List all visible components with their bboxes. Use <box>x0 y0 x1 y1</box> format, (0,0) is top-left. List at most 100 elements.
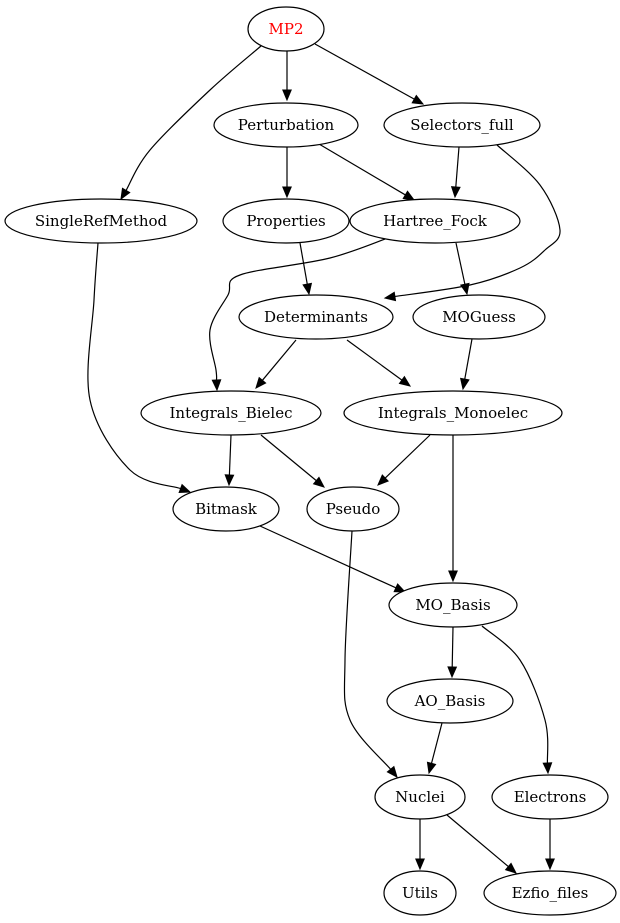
node-nuclei: Nuclei <box>374 774 466 820</box>
edge-line <box>346 339 403 381</box>
node-ellipse <box>383 870 457 916</box>
node-label: Hartree_Fock <box>383 212 488 230</box>
node-ellipse <box>343 390 563 436</box>
edges-layer <box>87 43 561 874</box>
arrowhead-icon <box>459 282 470 296</box>
node-label: MO_Basis <box>415 596 490 614</box>
arrowhead-icon <box>450 186 461 199</box>
node-utils: Utils <box>383 870 457 916</box>
node-label: AO_Basis <box>414 692 486 710</box>
edge-mo-basis-to-electrons <box>481 625 553 775</box>
edge-moguess-to-integrals-monoelec <box>459 338 473 391</box>
edge-line <box>464 338 473 380</box>
node-ellipse <box>247 6 325 52</box>
node-label: SingleRefMethod <box>35 212 168 230</box>
edge-electrons-to-ezfio-files <box>545 819 555 871</box>
edge-line <box>209 235 394 381</box>
node-ellipse <box>140 390 322 436</box>
node-ellipse <box>386 678 514 724</box>
edge-line <box>314 43 415 100</box>
node-integrals-bielec: Integrals_Bielec <box>140 390 322 436</box>
edge-line <box>451 626 454 668</box>
node-ellipse <box>4 198 198 244</box>
node-label: Selectors_full <box>410 116 514 134</box>
edge-line <box>384 434 431 479</box>
edge-line <box>343 530 392 770</box>
edge-determinants-to-integrals-monoelec <box>346 339 412 387</box>
edge-selectors-full-to-determinants <box>383 144 561 302</box>
arrowhead-icon <box>312 476 325 488</box>
node-label: Nuclei <box>395 788 445 806</box>
node-ellipse <box>213 102 359 148</box>
edge-mo-basis-to-ao-basis <box>447 626 458 679</box>
node-singlerefmethod: SingleRefMethod <box>4 198 198 244</box>
edge-line <box>318 143 406 196</box>
node-ellipse <box>383 102 541 148</box>
arrowhead-icon <box>402 190 416 201</box>
node-ellipse <box>222 198 350 244</box>
edge-line <box>446 814 509 868</box>
node-label: Integrals_Monoelec <box>378 404 528 422</box>
edge-bitmask-to-mo-basis <box>259 525 407 593</box>
node-label: Utils <box>402 884 438 902</box>
edge-mp2-to-selectors-full <box>314 43 425 105</box>
arrowhead-icon <box>302 282 313 296</box>
edge-singlerefmethod-to-bitmask <box>87 242 192 494</box>
node-ellipse <box>483 870 617 916</box>
edge-selectors-full-to-hartree-fock <box>450 146 461 199</box>
arrowhead-icon <box>426 761 437 775</box>
node-ao-basis: AO_Basis <box>386 678 514 724</box>
edge-line <box>260 434 317 482</box>
node-label: Properties <box>246 212 325 230</box>
node-ellipse <box>349 198 521 244</box>
arrowhead-icon <box>282 186 292 199</box>
node-label: Pseudo <box>326 500 381 518</box>
node-label: Ezfio_files <box>512 884 589 902</box>
node-label: MP2 <box>269 20 304 38</box>
edge-pseudo-to-nuclei <box>343 530 398 778</box>
node-label: Determinants <box>264 308 368 326</box>
arrowhead-icon <box>545 858 555 871</box>
edge-line <box>430 722 443 764</box>
edge-line <box>87 242 181 490</box>
node-bitmask: Bitmask <box>172 486 280 532</box>
edge-nuclei-to-ezfio-files <box>446 814 517 874</box>
edge-hartree-fock-to-integrals-bielec <box>209 235 394 392</box>
arrowhead-icon <box>255 376 267 389</box>
node-ellipse <box>238 294 394 340</box>
edge-integrals-bielec-to-bitmask <box>224 434 235 487</box>
arrowhead-icon <box>504 862 517 874</box>
node-pseudo: Pseudo <box>306 486 400 532</box>
edge-mp2-to-perturbation <box>282 51 292 102</box>
arrowhead-icon <box>415 858 425 871</box>
arrowhead-icon <box>178 483 192 494</box>
edge-mp2-to-singlerefmethod <box>120 45 262 201</box>
edge-line <box>228 434 232 476</box>
node-moguess: MOGuess <box>412 294 546 340</box>
arrowhead-icon <box>282 89 292 102</box>
node-integrals-monoelec: Integrals_Monoelec <box>343 390 563 436</box>
node-determinants: Determinants <box>238 294 394 340</box>
arrowhead-icon <box>120 187 131 201</box>
edge-line <box>455 242 466 285</box>
node-label: Perturbation <box>238 116 335 134</box>
edge-nuclei-to-utils <box>415 819 425 871</box>
node-selectors-full: Selectors_full <box>383 102 541 148</box>
node-label: MOGuess <box>442 308 516 326</box>
arrowhead-icon <box>211 379 222 392</box>
arrowhead-icon <box>383 291 397 302</box>
node-perturbation: Perturbation <box>213 102 359 148</box>
node-electrons: Electrons <box>491 774 609 820</box>
edge-ao-basis-to-nuclei <box>426 722 443 775</box>
edge-line <box>455 146 460 188</box>
node-properties: Properties <box>222 198 350 244</box>
edge-determinants-to-integrals-bielec <box>255 339 297 389</box>
node-label: Integrals_Bielec <box>170 404 293 422</box>
arrowhead-icon <box>393 583 407 593</box>
edge-line <box>261 339 297 381</box>
edge-line <box>259 525 397 589</box>
node-ellipse <box>491 774 609 820</box>
edge-line <box>394 144 561 298</box>
